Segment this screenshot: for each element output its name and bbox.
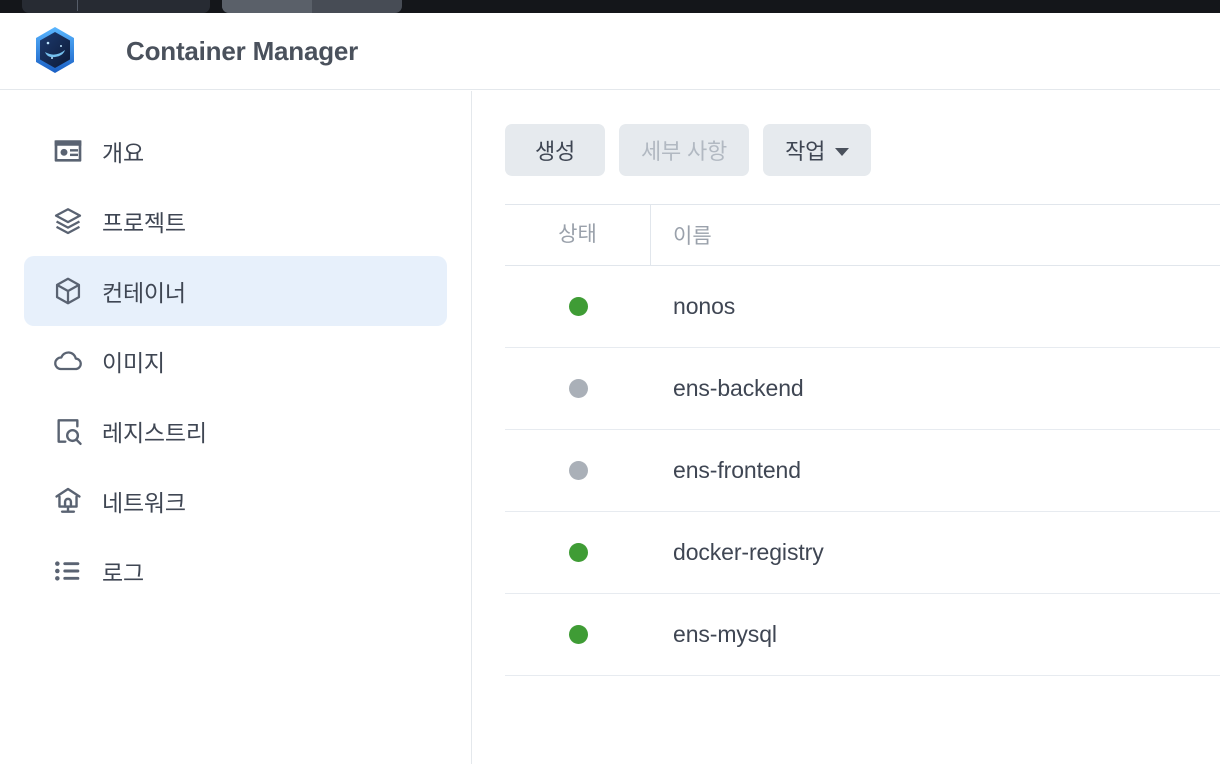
container-table: 상태 이름 nonos ens-backend ens-frontend: [473, 204, 1220, 676]
sidebar-item-overview[interactable]: 개요: [24, 116, 447, 186]
sidebar-item-label: 개요: [102, 140, 144, 166]
status-badge: [568, 625, 588, 644]
sidebar-item-label: 네트워크: [102, 490, 186, 516]
sidebar-item-network[interactable]: 네트워크: [24, 466, 447, 536]
cloud-icon: [46, 345, 90, 377]
toolbar: 생성 세부 사항 작업: [473, 91, 1220, 176]
browser-tab-active[interactable]: [222, 0, 312, 13]
status-badge: [568, 379, 588, 398]
status-badge: [568, 297, 588, 316]
sidebar-item-label: 로그: [102, 560, 144, 586]
status-cell: [505, 379, 651, 398]
chevron-down-icon: [835, 147, 850, 156]
container-name: ens-mysql: [673, 621, 777, 647]
table-row[interactable]: ens-backend: [505, 348, 1220, 430]
action-button[interactable]: 작업: [763, 124, 872, 176]
sidebar-item-label: 이미지: [102, 350, 165, 376]
sidebar-item-project[interactable]: 프로젝트: [24, 186, 447, 256]
status-cell: [505, 461, 651, 480]
status-badge: [568, 543, 588, 562]
sidebar: 개요 프로젝트 컨테이너 이미지: [0, 91, 472, 764]
table-header-row: 상태 이름: [505, 204, 1220, 266]
status-cell: [505, 297, 651, 316]
log-list-icon: [46, 555, 90, 587]
table-row[interactable]: nonos: [505, 266, 1220, 348]
container-manager-hexagon-logo-icon: [28, 24, 82, 78]
tab-divider: [77, 0, 78, 11]
sidebar-item-label: 컨테이너: [102, 280, 186, 306]
sidebar-item-label: 프로젝트: [102, 210, 186, 236]
sidebar-item-image[interactable]: 이미지: [24, 326, 447, 396]
container-name: ens-backend: [673, 375, 804, 401]
sidebar-item-container[interactable]: 컨테이너: [24, 256, 447, 326]
overview-card-icon: [46, 135, 90, 167]
table-row[interactable]: ens-frontend: [505, 430, 1220, 512]
status-cell: [505, 625, 651, 644]
network-house-icon: [46, 485, 90, 517]
layers-icon: [46, 205, 90, 237]
cube-icon: [46, 275, 90, 307]
browser-tab-background[interactable]: [22, 0, 210, 13]
container-name: nonos: [673, 293, 736, 319]
sidebar-item-label: 레지스트리: [102, 420, 207, 446]
column-header-status[interactable]: 상태: [505, 204, 651, 266]
create-button[interactable]: 생성: [505, 124, 605, 176]
column-header-name[interactable]: 이름: [673, 225, 712, 248]
container-name: docker-registry: [673, 539, 824, 565]
details-button[interactable]: 세부 사항: [619, 124, 750, 176]
table-row[interactable]: ens-mysql: [505, 594, 1220, 676]
table-row[interactable]: docker-registry: [505, 512, 1220, 594]
page-title: Container Manager: [126, 35, 359, 66]
status-cell: [505, 543, 651, 562]
sidebar-item-log[interactable]: 로그: [24, 536, 447, 606]
create-button-label: 생성: [534, 139, 576, 164]
browser-tab-strip: [0, 0, 1220, 13]
main-content: 생성 세부 사항 작업 상태 이름 nonos ens-backend: [473, 91, 1220, 764]
sidebar-item-registry[interactable]: 레지스트리: [24, 396, 447, 466]
container-name: ens-frontend: [673, 457, 801, 483]
app-header: Container Manager: [0, 13, 1220, 90]
status-badge: [568, 461, 588, 480]
action-button-label: 작업: [785, 139, 826, 164]
registry-search-icon: [46, 415, 90, 447]
details-button-label: 세부 사항: [641, 139, 728, 164]
